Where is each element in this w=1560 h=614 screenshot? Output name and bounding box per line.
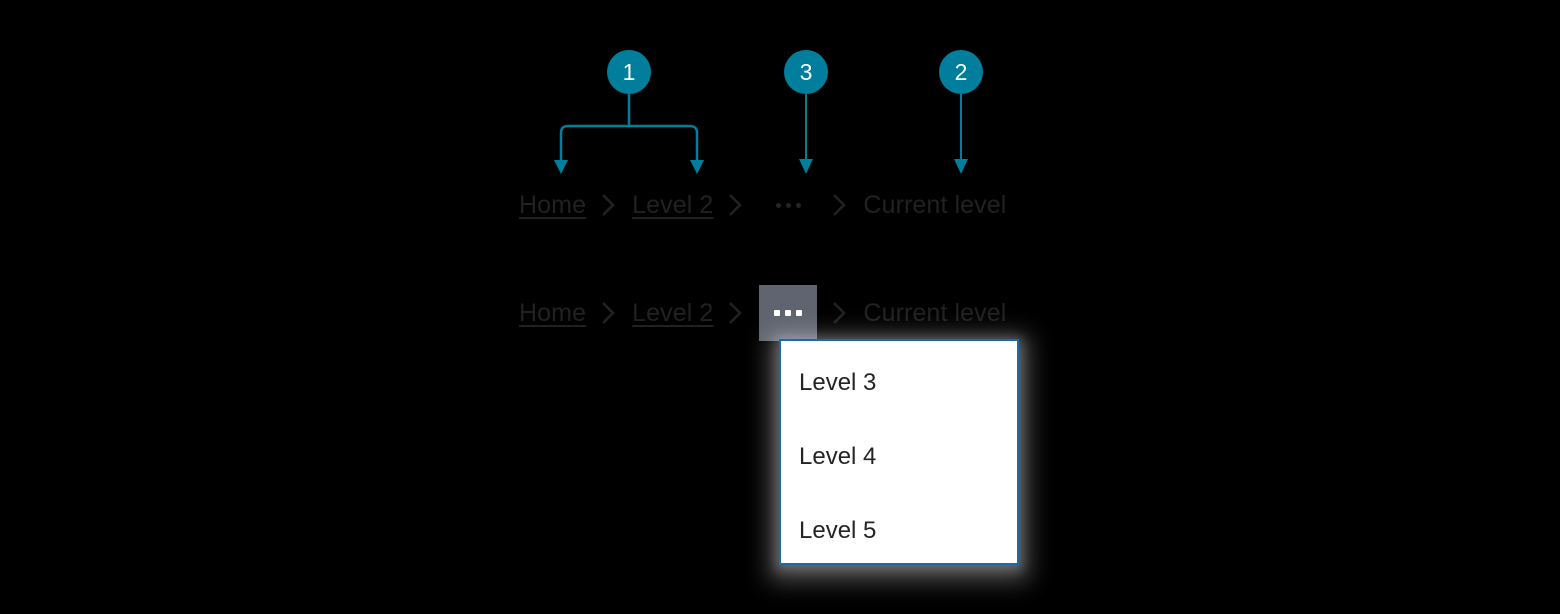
chevron-right-icon [713, 291, 759, 335]
breadcrumb-item-level-2[interactable]: Level 2 [632, 190, 714, 219]
callout-badge-3: 3 [784, 50, 828, 94]
chevron-right-icon [586, 291, 632, 335]
ellipsis-dot-icon [796, 310, 803, 316]
callout-badge-2: 2 [939, 50, 983, 94]
chevron-right-icon [817, 183, 863, 227]
chevron-right-icon [586, 183, 632, 227]
flyout-menu-item-level-3[interactable]: Level 3 [799, 369, 877, 396]
breadcrumb-item-current-level: Current level [863, 298, 1007, 327]
callout-3-arrowhead [799, 159, 813, 174]
overflow-ellipsis-button[interactable] [759, 183, 817, 227]
overflow-ellipsis-button-active[interactable] [759, 285, 818, 341]
breadcrumb-item-level-2[interactable]: Level 2 [632, 298, 714, 327]
ellipsis-dot-icon [774, 310, 781, 316]
breadcrumb-item-current-level: Current level [863, 190, 1007, 219]
callout-1-arrowhead-left [554, 160, 568, 174]
chevron-right-icon [817, 291, 863, 335]
flyout-menu-item-level-4[interactable]: Level 4 [799, 443, 877, 470]
ellipsis-dot-icon [795, 202, 801, 208]
callout-badge-1: 1 [607, 50, 651, 94]
ellipsis-dot-icon [785, 202, 791, 208]
breadcrumb-item-home[interactable]: Home [519, 190, 587, 219]
callout-1-fork [559, 124, 699, 163]
callout-1-arrowhead-right [690, 160, 704, 174]
callout-2-arrowhead [954, 159, 968, 174]
ellipsis-dot-icon [775, 202, 781, 208]
breadcrumb-item-home[interactable]: Home [519, 298, 587, 327]
flyout-menu-item-level-5[interactable]: Level 5 [799, 517, 877, 544]
breadcrumb-overflow-flyout: Level 3 Level 4 Level 5 [779, 339, 1019, 565]
breadcrumb-expanded: Home Level 2 Current level [519, 285, 1007, 341]
breadcrumb-default: Home Level 2 Current level [519, 183, 1006, 227]
chevron-right-icon [713, 183, 759, 227]
ellipsis-dot-icon [785, 310, 792, 316]
